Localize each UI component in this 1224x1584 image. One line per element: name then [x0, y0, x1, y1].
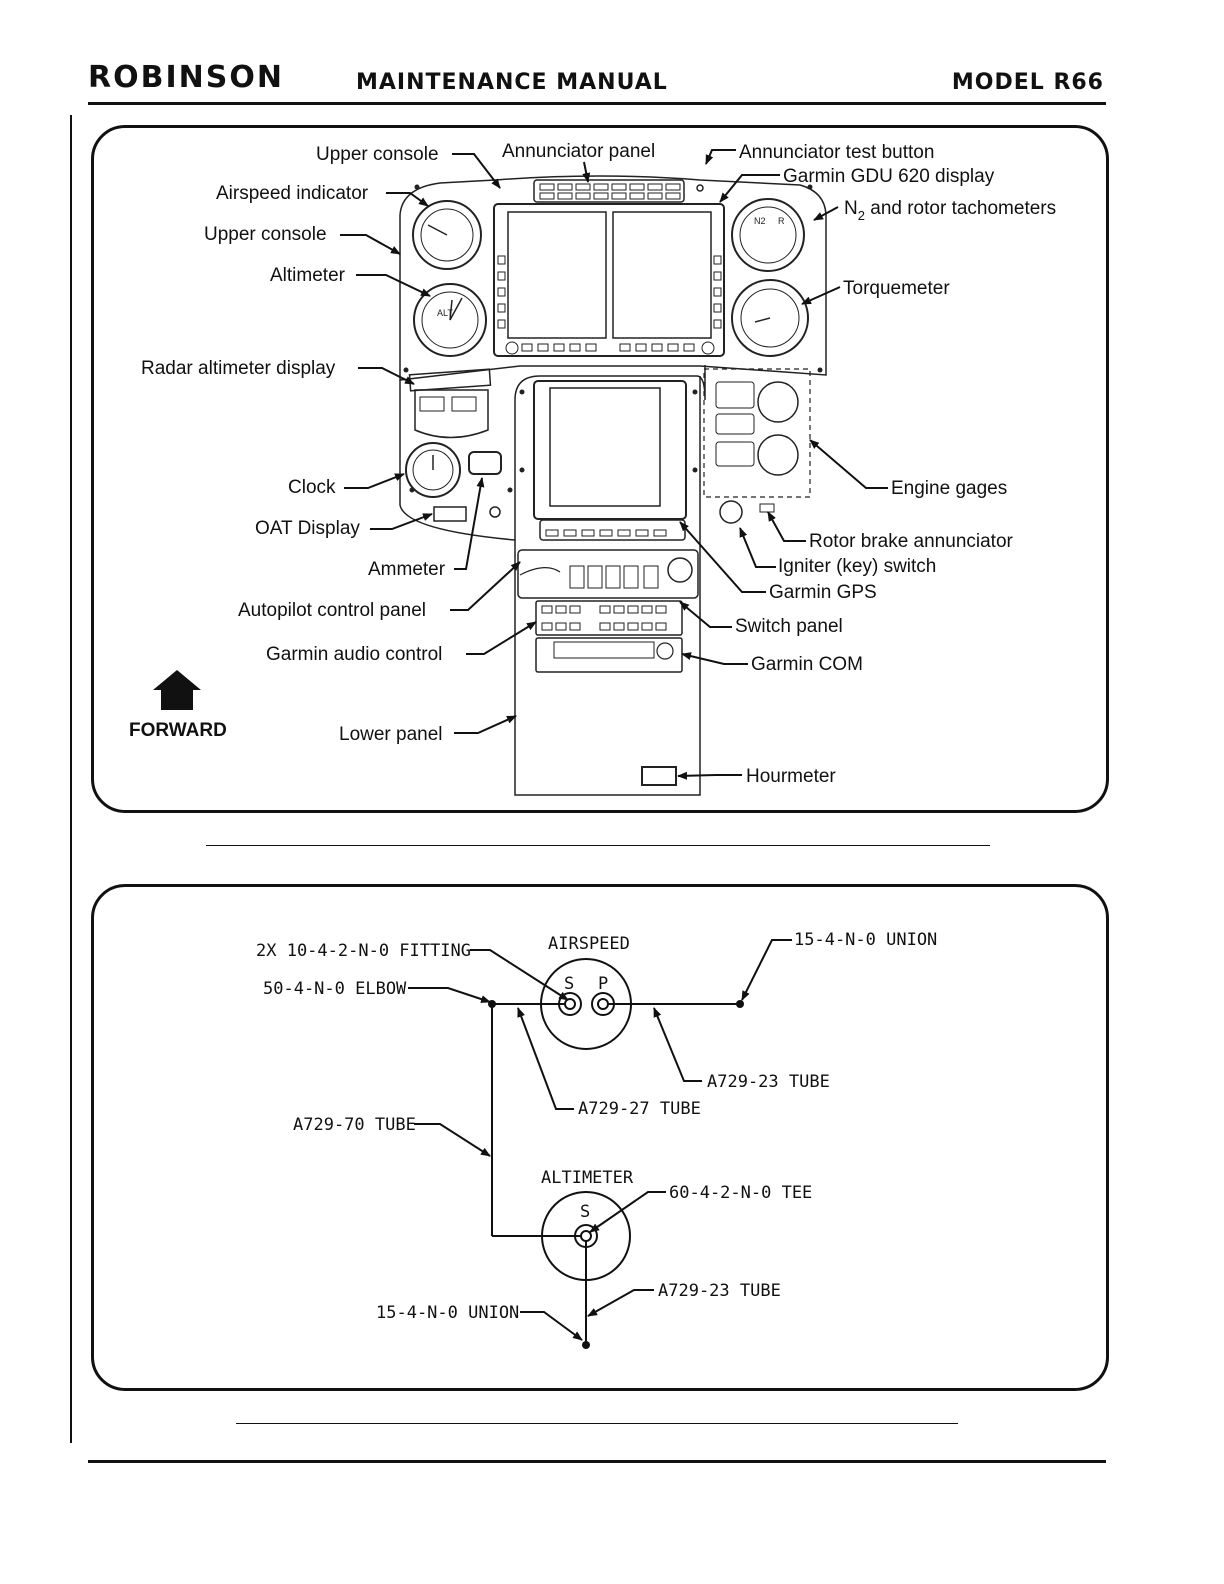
plumbing-leader-lines	[408, 939, 792, 1341]
pitot-static-frame	[91, 884, 1109, 1391]
label-garmin-com: Garmin COM	[751, 654, 863, 675]
label-forward: FORWARD	[129, 720, 227, 741]
label-igniter-switch: Igniter (key) switch	[778, 556, 936, 577]
label-altimeter: Altimeter	[270, 265, 346, 286]
n2-subscript: 2	[858, 208, 865, 223]
header-rule	[88, 102, 1106, 105]
r-gauge-label: R	[778, 216, 785, 226]
label-a729-27-tube: A729-27 TUBE	[578, 1099, 701, 1119]
label-airspeed-indicator: Airspeed indicator	[216, 183, 369, 204]
label-union-bottom: 15-4-N-0 UNION	[376, 1303, 519, 1323]
label-torquemeter: Torquemeter	[843, 278, 950, 299]
label-union-top: 15-4-N-0 UNION	[794, 930, 937, 950]
label-altimeter-plumbing: ALTIMETER	[541, 1168, 634, 1188]
instrument-panel-frame	[91, 125, 1109, 813]
label-ammeter: Ammeter	[368, 559, 446, 580]
alt-gauge-label: ALT	[437, 308, 453, 318]
forward-arrow-icon	[153, 670, 201, 710]
n2-gauge-label: N2	[754, 216, 766, 226]
manual-title: MAINTENANCE MANUAL	[356, 70, 668, 95]
label-radar-altimeter-display: Radar altimeter display	[141, 358, 336, 379]
label-upper-console-1: Upper console	[316, 144, 439, 165]
airspeed-static-port: S	[564, 974, 574, 994]
label-airspeed: AIRSPEED	[548, 934, 630, 954]
label-annunciator-test-button: Annunciator test button	[739, 142, 934, 163]
n2-suffix: and rotor tachometers	[865, 198, 1056, 219]
revision-bar	[70, 115, 72, 1443]
label-garmin-gdu-620: Garmin GDU 620 display	[783, 166, 995, 187]
label-fitting: 2X 10-4-2-N-0 FITTING	[256, 941, 471, 961]
label-autopilot-control-panel: Autopilot control panel	[238, 600, 426, 621]
label-a729-70-tube: A729-70 TUBE	[293, 1115, 416, 1135]
label-annunciator-panel: Annunciator panel	[502, 141, 655, 162]
label-elbow: 50-4-N-0 ELBOW	[263, 979, 407, 999]
label-n2-rotor-tach: N2 and rotor tachometers	[844, 198, 1056, 223]
label-lower-panel: Lower panel	[339, 724, 443, 745]
label-a729-23-tube-upper: A729-23 TUBE	[707, 1072, 830, 1092]
caption-rule-1	[206, 845, 990, 846]
label-switch-panel: Switch panel	[735, 616, 843, 637]
label-rotor-brake-annunciator: Rotor brake annunciator	[809, 531, 1014, 552]
model-title: MODEL R66	[951, 70, 1104, 95]
label-oat-display: OAT Display	[255, 518, 360, 539]
label-engine-gages: Engine gages	[891, 478, 1007, 499]
airspeed-pitot-port: P	[598, 974, 608, 994]
brand-title: ROBINSON	[88, 60, 284, 95]
altimeter-static-port: S	[580, 1202, 590, 1222]
caption-rule-2	[236, 1423, 958, 1424]
label-garmin-gps: Garmin GPS	[769, 582, 877, 603]
label-a729-23-tube-lower: A729-23 TUBE	[658, 1281, 781, 1301]
label-upper-console-2: Upper console	[204, 224, 327, 245]
label-hourmeter: Hourmeter	[746, 766, 836, 787]
instrument-panel-drawing: ALT N2 R	[399, 175, 827, 796]
label-tee: 60-4-2-N-0 TEE	[669, 1183, 812, 1203]
plumbing-lines	[491, 958, 740, 1345]
label-clock: Clock	[288, 477, 336, 498]
label-garmin-audio-control: Garmin audio control	[266, 644, 442, 665]
footer-rule	[88, 1460, 1106, 1463]
n2-prefix: N	[844, 198, 858, 219]
panel-leader-lines	[340, 149, 888, 780]
